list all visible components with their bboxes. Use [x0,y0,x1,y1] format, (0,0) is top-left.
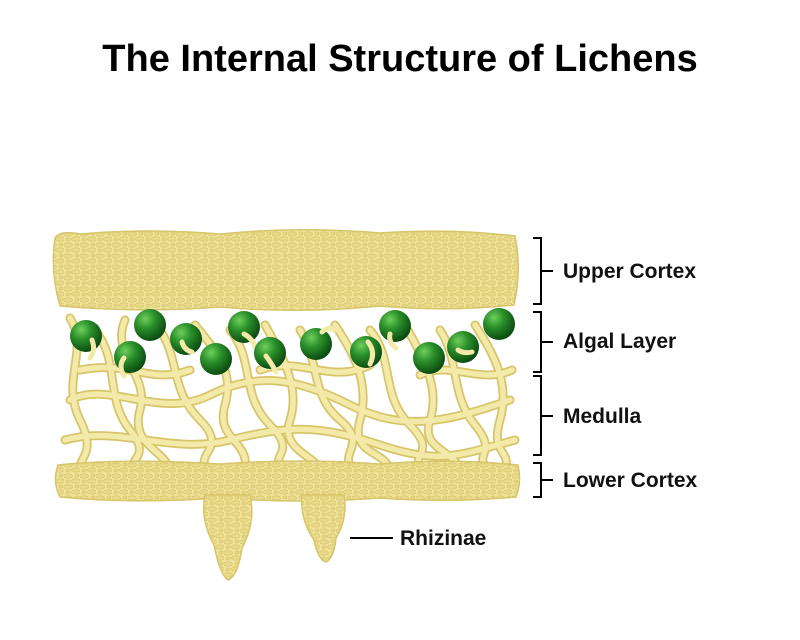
bracket-lower-cortex [533,462,553,498]
rhizine-right [301,494,346,563]
label-lower-cortex: Lower Cortex [563,469,698,492]
label-medulla: Medulla [563,405,642,428]
algal-cell [447,331,479,363]
bracket-algal-layer [533,311,553,373]
algal-cell [379,310,411,351]
bracket-medulla [533,375,553,456]
bracket-upper-cortex [533,237,553,305]
medulla-hyphae [60,313,520,475]
algal-cell [70,320,102,361]
upper-cortex-layer [52,228,520,312]
lower-cortex-layer [54,460,521,502]
layer-brackets [350,237,553,539]
algal-cell [170,323,202,355]
label-upper-cortex: Upper Cortex [563,260,697,283]
rhizine-left [202,494,253,581]
algal-cell [300,325,337,360]
algal-cell [483,308,515,340]
algal-layer-cells [70,308,515,379]
algal-cell [200,343,232,375]
algal-cell [134,309,166,341]
algal-cell [254,337,286,375]
diagram-title: The Internal Structure of Lichens [102,38,698,80]
label-rhizinae: Rhizinae [400,527,487,550]
algal-cell [413,342,445,374]
label-algal-layer: Algal Layer [563,330,677,353]
algal-cell [350,336,382,368]
algal-cell [228,311,260,351]
algal-cell [114,341,146,379]
